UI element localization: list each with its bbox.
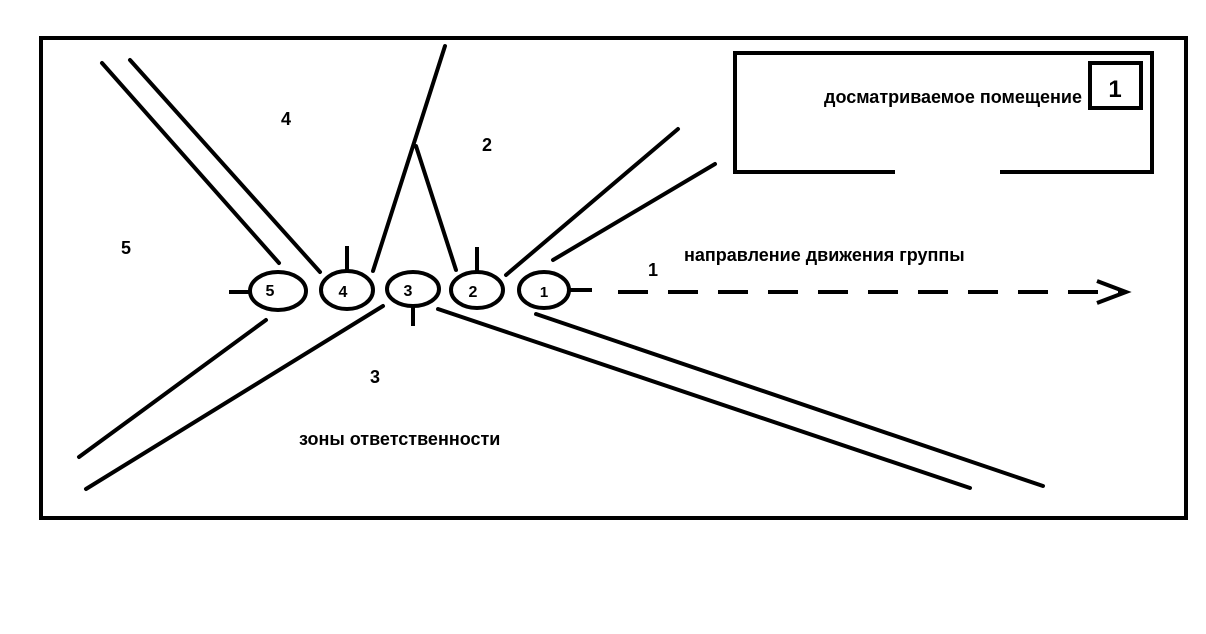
member-5 — [229, 270, 308, 312]
sector-line — [371, 44, 447, 273]
member-3 — [385, 270, 441, 326]
zone-numbers: 1 2 3 4 5 — [121, 109, 658, 387]
member-ellipse — [449, 270, 505, 310]
group-members — [229, 246, 592, 326]
zones-caption: зоны ответственности — [299, 429, 500, 449]
zone-number-5: 5 — [121, 238, 131, 258]
sector-lines — [77, 44, 1045, 491]
sector-line — [100, 61, 281, 265]
zone-number-3: 3 — [370, 367, 380, 387]
sector-line — [128, 58, 322, 274]
sector-line — [77, 318, 268, 459]
direction-arrow — [618, 279, 1132, 305]
member-label-2: 2 — [469, 284, 478, 301]
member-label-5: 5 — [266, 283, 275, 300]
member-1 — [517, 270, 592, 310]
member-4 — [319, 246, 375, 311]
member-ellipse — [517, 270, 571, 310]
arrow-head — [1096, 279, 1132, 305]
zone-number-1: 1 — [648, 260, 658, 280]
sector-line — [551, 162, 717, 262]
direction-label: направление движения группы — [684, 245, 965, 265]
zone-number-4: 4 — [281, 109, 291, 129]
member-2 — [449, 247, 505, 310]
member-label-3: 3 — [404, 283, 413, 300]
sector-line — [534, 312, 1045, 488]
member-label-1: 1 — [540, 284, 548, 301]
room-label: досматриваемое помещение — [824, 87, 1082, 107]
member-ellipse — [319, 269, 375, 311]
sector-line — [436, 307, 972, 490]
sector-line — [84, 304, 385, 491]
member-labels: 5 4 3 2 1 — [266, 283, 549, 301]
member-ellipse — [385, 270, 441, 308]
outer-frame — [39, 36, 1188, 520]
inspected-room: 1 досматриваемое помещение — [733, 51, 1154, 174]
member-ellipse — [248, 270, 308, 312]
sector-line — [414, 144, 458, 272]
zone-number-2: 2 — [482, 135, 492, 155]
room-number-box — [1088, 61, 1143, 110]
member-label-4: 4 — [339, 284, 348, 301]
sector-line — [504, 127, 680, 277]
room-number: 1 — [1108, 76, 1121, 103]
room-outline — [733, 51, 1154, 174]
